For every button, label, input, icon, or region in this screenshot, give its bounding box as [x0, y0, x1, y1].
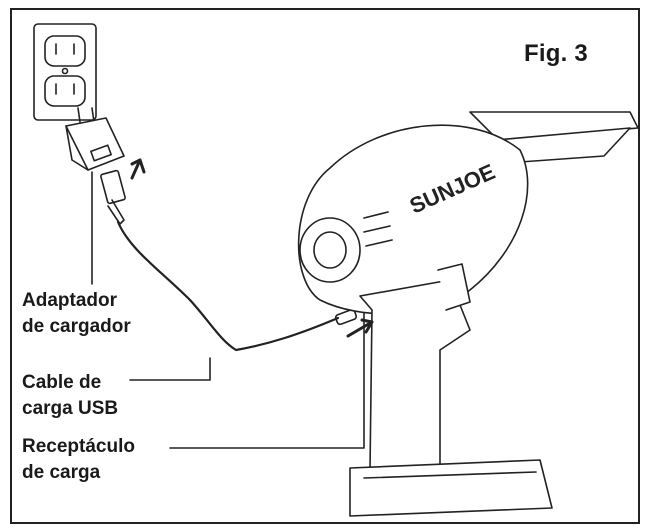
callout-line: de carga	[22, 462, 101, 483]
leader-cable	[129, 357, 211, 381]
callout-line: Receptáculo	[22, 436, 135, 457]
callout-line: carga USB	[22, 398, 119, 419]
leader-receptacle	[169, 309, 365, 449]
wall-outlet	[33, 23, 97, 121]
callout-usb-cable: Cable de carga USB	[22, 370, 118, 422]
charger-adapter	[65, 107, 125, 171]
vent-slots	[363, 211, 393, 247]
usb-plug	[100, 169, 126, 225]
arrow-right-icon	[346, 318, 374, 338]
callout-line: Cable de	[22, 372, 102, 393]
figure-number: Fig. 3	[524, 40, 588, 67]
usb-cable	[116, 220, 340, 352]
callout-charger-adapter: Adaptador de cargador	[22, 288, 131, 340]
callout-charging-receptacle: Receptáculo de carga	[22, 434, 135, 486]
callout-line: de cargador	[22, 316, 131, 337]
arrow-up-icon	[130, 158, 146, 180]
callout-line: Adaptador	[22, 290, 117, 311]
figure-frame	[10, 8, 640, 524]
vacuum-body	[297, 111, 639, 517]
